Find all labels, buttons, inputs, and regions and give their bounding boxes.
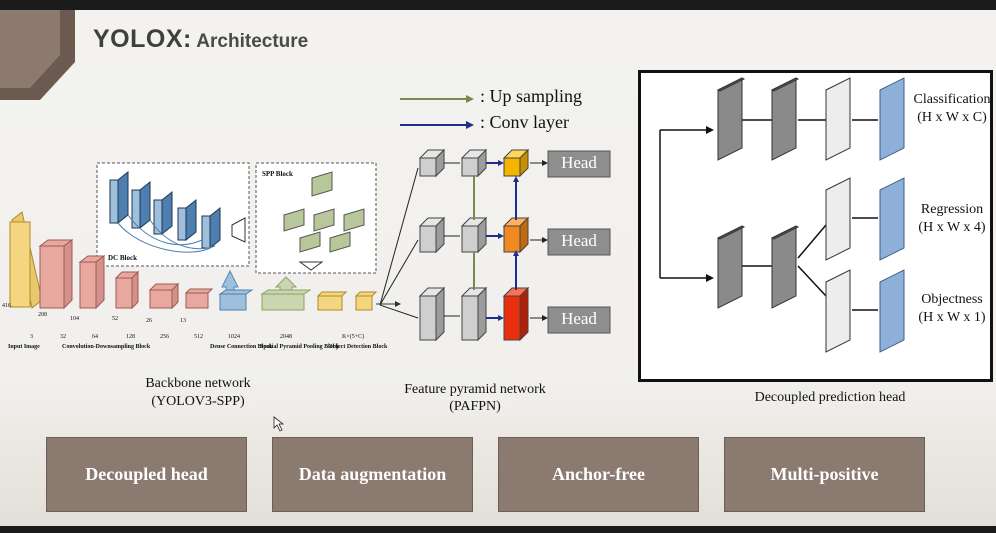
dim-416: 416 (2, 303, 11, 309)
conv-block-label: Convolution-Downsampling Block (62, 344, 151, 350)
top-bar (0, 0, 996, 10)
output-objectness-shape: (H x W x 1) (918, 310, 986, 325)
dc-block-label: DC Block (108, 254, 137, 262)
dim-208: 208 (38, 312, 47, 318)
legend-up-sampling: : Up sampling (480, 86, 582, 106)
feature-anchor-free-button[interactable]: Anchor-free (498, 437, 699, 512)
output-regression-name: Regression (920, 202, 984, 217)
fpn-label: Feature pyramid network (404, 382, 546, 397)
dim-104: 104 (70, 316, 79, 322)
title-sub: Architecture (196, 31, 309, 52)
detection-block-label: Object Detection Block (328, 344, 388, 350)
feature-data-augmentation-button[interactable]: Data augmentation (272, 437, 473, 512)
legend-conv-layer: : Conv layer (480, 112, 569, 132)
head-label-top: Head (561, 153, 597, 172)
input-image-label: Input Image (8, 344, 40, 350)
dim-128: 128 (126, 334, 135, 340)
output-classification-name: Classification (913, 92, 991, 107)
output-objectness-name: Objectness (921, 292, 983, 307)
dim-k: K×(5+C) (342, 334, 365, 340)
fpn-sublabel: (PAFPN) (449, 399, 501, 414)
backbone-label: Backbone network (145, 376, 251, 391)
title-main: YOLOX: (93, 25, 192, 53)
prediction-head-panel (638, 70, 993, 382)
bottom-bar (0, 526, 996, 533)
dense-block-label: Dense Connection Block (210, 344, 273, 350)
feature-decoupled-head-button[interactable]: Decoupled head (46, 437, 247, 512)
dim-1024: 1024 (228, 334, 240, 340)
dim-64: 64 (92, 334, 98, 340)
dim-2048: 2048 (280, 334, 292, 340)
dim-256: 256 (160, 334, 169, 340)
dim-3: 3 (30, 334, 33, 340)
output-classification-shape: (H x W x C) (917, 110, 987, 125)
prediction-head-label: Decoupled prediction head (754, 390, 906, 405)
backbone-sublabel: (YOLOV3-SPP) (151, 394, 245, 409)
dim-52: 52 (112, 316, 118, 322)
output-regression-shape: (H x W x 4) (918, 220, 986, 235)
head-label-bottom: Head (561, 309, 597, 328)
dim-32: 32 (60, 334, 66, 340)
head-label-middle: Head (561, 231, 597, 250)
page-title: YOLOX: Architecture (93, 25, 308, 54)
dim-13: 13 (180, 318, 186, 324)
spp-block-label: SPP Block (262, 170, 293, 178)
spp-pool-label: Spatial Pyramid Pooling Block (260, 344, 339, 350)
feature-multi-positive-button[interactable]: Multi-positive (724, 437, 925, 512)
dim-512: 512 (194, 334, 203, 340)
dim-26: 26 (146, 318, 152, 324)
